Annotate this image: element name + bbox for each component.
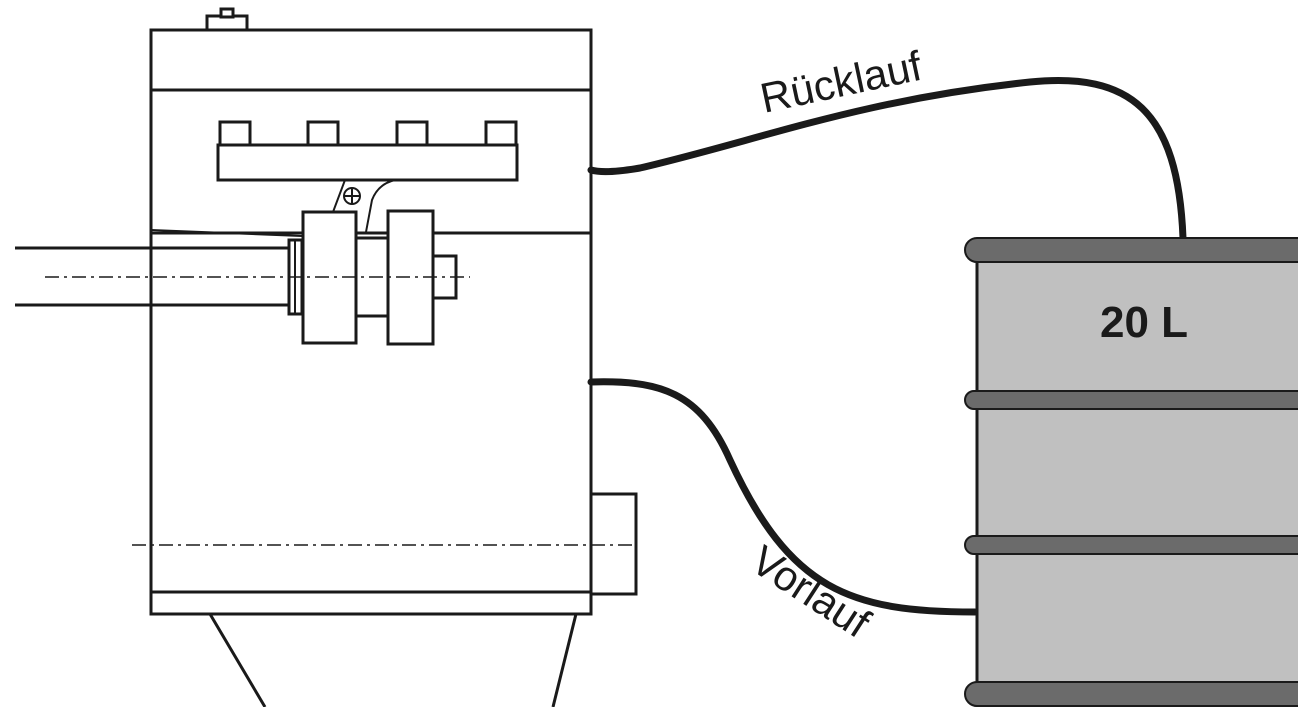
manifold-nozzle bbox=[306, 120, 340, 147]
manifold-bar bbox=[216, 143, 519, 182]
drum-rib bbox=[964, 390, 1298, 410]
machine-housing bbox=[149, 28, 593, 616]
drum-rib bbox=[964, 535, 1298, 555]
return-hose bbox=[587, 77, 1187, 242]
drum-rib-bottom bbox=[964, 681, 1298, 707]
shaft-assembly bbox=[15, 209, 470, 346]
manifold bbox=[216, 120, 519, 182]
manifold-nozzle bbox=[484, 120, 518, 147]
drum: 20 L bbox=[964, 237, 1298, 707]
machine-unit bbox=[15, 7, 638, 707]
side-port bbox=[589, 492, 638, 596]
top-nozzle-cap bbox=[219, 7, 235, 19]
hopper-base bbox=[208, 613, 578, 707]
drum-body bbox=[975, 248, 1298, 707]
drum-volume-label: 20 L bbox=[1100, 298, 1188, 347]
supply-hose bbox=[587, 378, 979, 616]
manifold-nozzle bbox=[395, 120, 429, 147]
pivot-bracket bbox=[332, 179, 422, 233]
return-line-label: Rücklauf bbox=[756, 42, 926, 122]
manifold-nozzle bbox=[218, 120, 252, 147]
supply-line-label: Vorlauf bbox=[743, 536, 879, 647]
drum-rib-top bbox=[964, 237, 1298, 263]
